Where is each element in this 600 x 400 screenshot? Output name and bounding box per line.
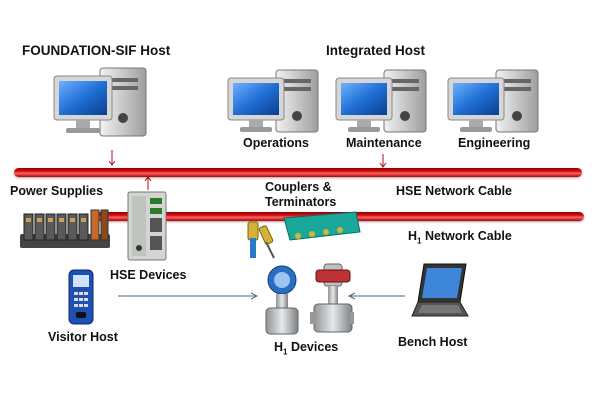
h1-cable-suffix: Network Cable xyxy=(421,229,512,243)
h1-network-cable-label: H1 Network Cable xyxy=(408,229,512,246)
maintenance-label: Maintenance xyxy=(346,136,422,150)
h1-devices-prefix: H xyxy=(274,340,284,354)
hse-network-cable xyxy=(14,168,582,177)
h1-cable-subscript: 1 xyxy=(417,236,422,246)
hse-network-cable-label: HSE Network Cable xyxy=(396,184,513,198)
hse-devices-label: HSE Devices xyxy=(110,268,187,282)
h1-devices-label: H1 Devices xyxy=(274,340,338,357)
couplers-label-line2: Terminators xyxy=(265,195,337,209)
integrated-host-label: Integrated Host xyxy=(326,43,426,58)
foundation-sif-computer-icon xyxy=(53,67,147,137)
operations-label: Operations xyxy=(243,136,309,150)
foundation-sif-host-label: FOUNDATION-SIF Host xyxy=(22,43,171,58)
hse-device-module-icon xyxy=(127,191,167,261)
maintenance-computer-icon xyxy=(335,69,427,133)
bench-host-label: Bench Host xyxy=(398,335,468,349)
couplers-label-line1: Couplers & xyxy=(265,180,332,194)
couplers-terminators-label: Couplers & Terminators xyxy=(265,180,336,210)
operations-computer-icon xyxy=(227,69,319,133)
visitor-host-handheld-icon xyxy=(68,269,94,325)
h1-devices-suffix: Devices xyxy=(287,340,339,354)
h1-cable-prefix: H xyxy=(408,229,418,243)
visitor-host-label: Visitor Host xyxy=(48,330,118,344)
power-supplies-icon xyxy=(20,209,110,248)
engineering-label: Engineering xyxy=(458,136,531,150)
h1-devices-icon xyxy=(265,263,354,335)
bench-host-laptop-icon xyxy=(411,263,469,317)
power-supplies-label: Power Supplies xyxy=(10,184,104,198)
h1-devices-subscript: 1 xyxy=(283,347,288,357)
couplers-terminators-icon xyxy=(247,211,361,259)
engineering-computer-icon xyxy=(447,69,539,133)
